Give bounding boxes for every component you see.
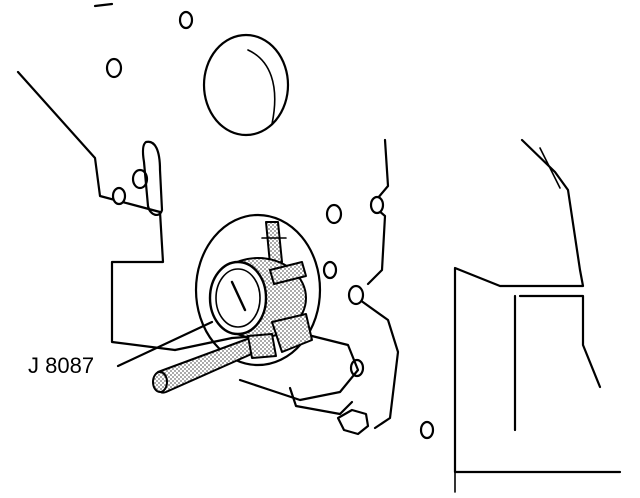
oil-pan-inner-left: [539, 147, 561, 189]
rod-collar: [247, 333, 277, 359]
dial-needle: [230, 280, 247, 312]
dial-indicator-face: [208, 260, 268, 336]
rod-end: [152, 371, 168, 393]
bolt-holes: [105, 10, 435, 440]
indicator-support-rod: [153, 336, 260, 394]
bracket-bolt: [336, 408, 370, 436]
oil-pan-flange: [513, 294, 602, 432]
camshaft-bore-inner: [247, 49, 276, 125]
callout-leader-line: [116, 320, 214, 368]
crank-snout-recess: [194, 213, 322, 367]
indicator-stem: [265, 221, 283, 265]
oil-pan-outline: [453, 138, 622, 474]
indicator-plunger: [269, 261, 307, 285]
bracket-lower-block: [288, 386, 354, 416]
block-outline: [16, 70, 177, 352]
tool-callout-label: J 8087: [28, 353, 95, 378]
block-right-lower: [358, 298, 400, 430]
block-top-edge: [93, 2, 114, 8]
indicator-clamp: [271, 313, 313, 353]
dial-face-inner: [215, 268, 261, 328]
camshaft-bore: [202, 33, 290, 137]
oil-gallery-slot: [141, 140, 164, 216]
